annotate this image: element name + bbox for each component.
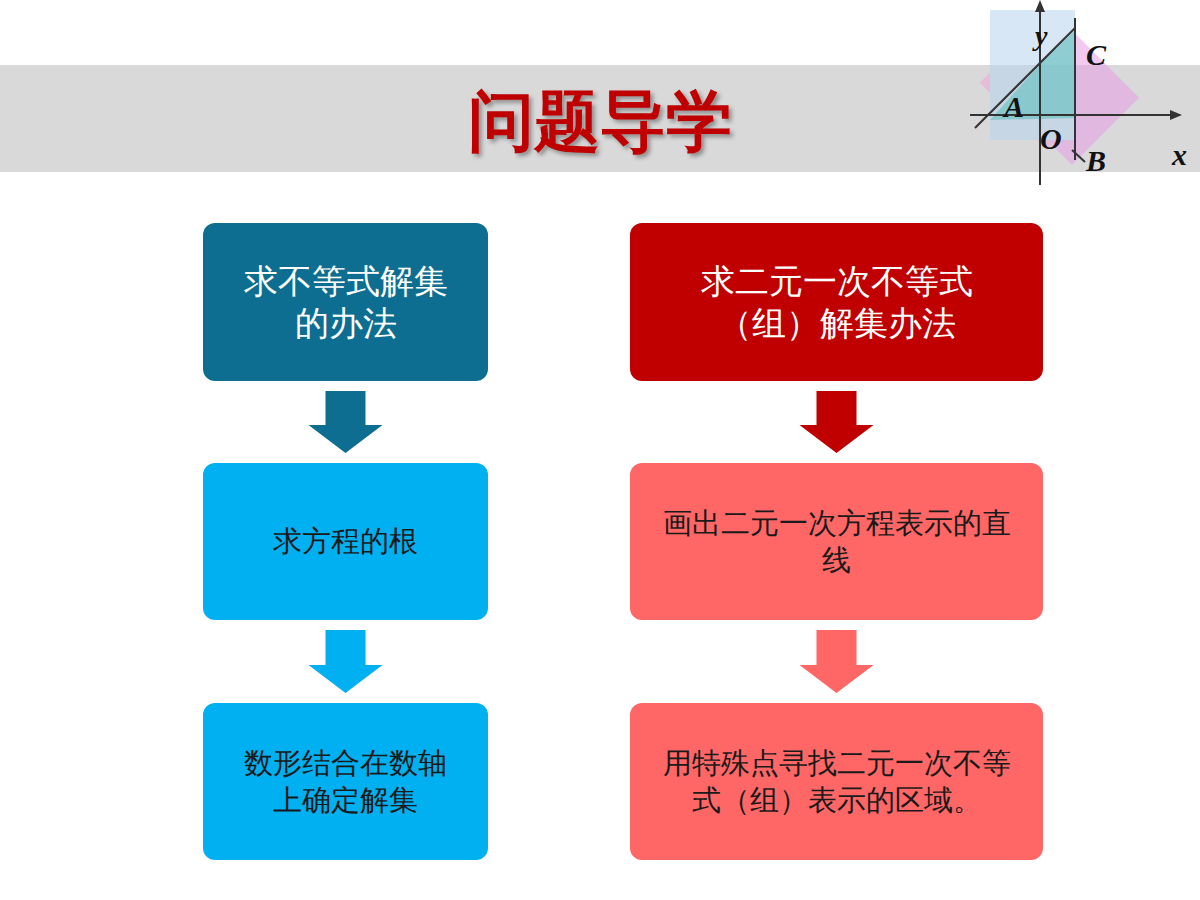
- axis-label: O: [1040, 124, 1062, 154]
- box-text: 求二元一次不等式（组）解集办法: [680, 260, 993, 345]
- block-arrow: [309, 391, 383, 453]
- block-arrow: [309, 630, 383, 693]
- block-arrow: [800, 630, 874, 693]
- process-box: 用特殊点寻找二元一次不等式（组）表示的区域。: [630, 703, 1043, 860]
- process-box: 数形结合在数轴上确定解集: [203, 703, 488, 860]
- box-text: 用特殊点寻找二元一次不等式（组）表示的区域。: [652, 745, 1021, 818]
- box-text: 画出二元一次方程表示的直线: [652, 505, 1021, 578]
- process-box: 画出二元一次方程表示的直线: [630, 463, 1043, 620]
- axis-label: y: [1035, 22, 1047, 50]
- axis-label: B: [1086, 146, 1106, 176]
- box-text: 数形结合在数轴上确定解集: [231, 745, 460, 818]
- process-box: 求方程的根: [203, 463, 488, 620]
- heading-box: 求不等式解集的办法: [203, 223, 488, 381]
- coordinate-icon: [960, 0, 1200, 190]
- axis-label: A: [1004, 92, 1024, 122]
- box-text: 求方程的根: [273, 523, 418, 559]
- box-text: 求不等式解集的办法: [239, 260, 452, 345]
- heading-box: 求二元一次不等式（组）解集办法: [630, 223, 1043, 381]
- axis-label: x: [1172, 140, 1187, 170]
- axis-label: C: [1086, 40, 1106, 70]
- block-arrow: [800, 391, 874, 453]
